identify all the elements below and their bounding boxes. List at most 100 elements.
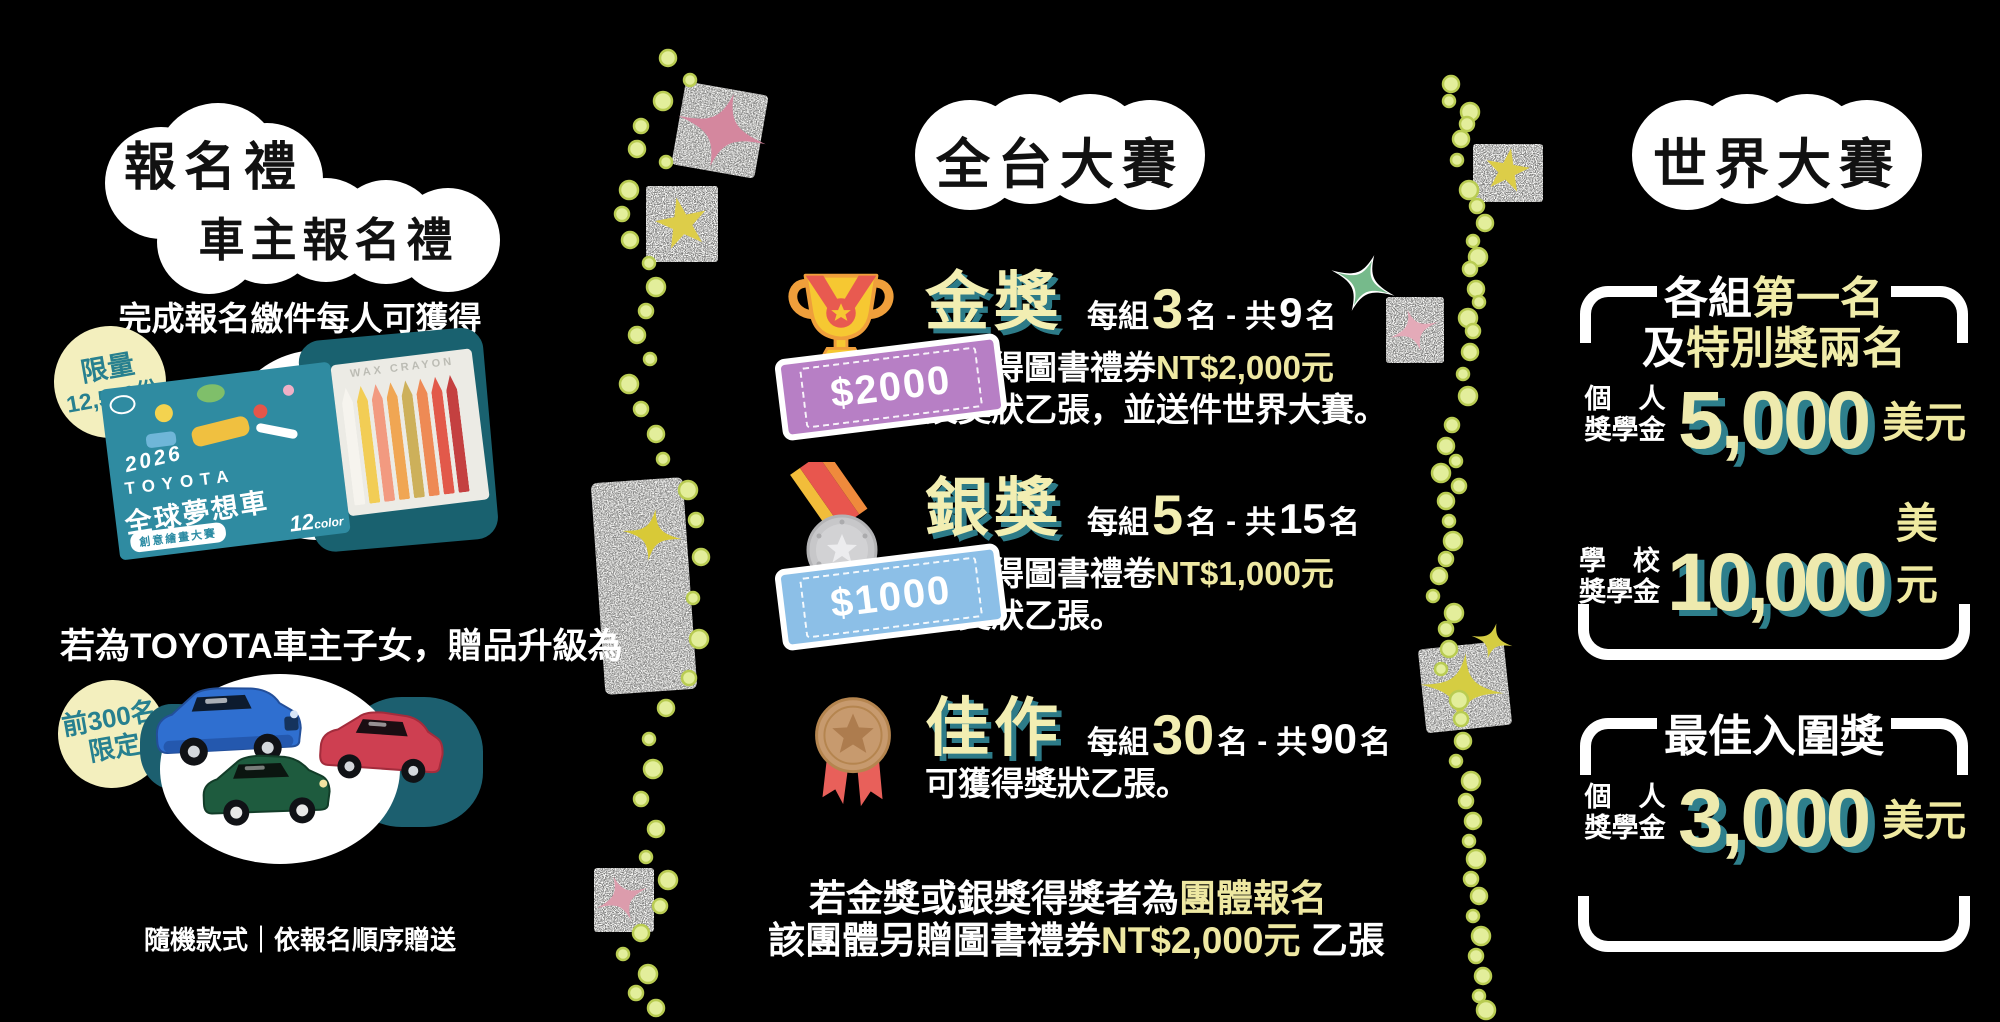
currency-label: 美元 — [1882, 399, 1967, 446]
dash: - — [1226, 505, 1237, 538]
trail-dot — [632, 790, 650, 808]
toy-cars-image — [138, 662, 493, 877]
trail-dot — [641, 255, 657, 271]
winner-count: 30 — [1152, 702, 1215, 766]
total-prefix: 共 — [1245, 298, 1277, 334]
total-prefix: 共 — [1245, 504, 1277, 540]
trail-dot — [658, 154, 674, 170]
winner-count: 5 — [1152, 482, 1184, 546]
yellow-star-icon — [1482, 144, 1533, 194]
trail-dot — [1452, 710, 1470, 728]
trail-dot — [1458, 179, 1480, 201]
per-group-label: 每組 — [1087, 724, 1149, 760]
individual-scholarship-row: 個 人 獎學金 3,000 美元 — [1578, 778, 1967, 860]
trail-dot — [1442, 530, 1464, 552]
crayon-box-image: 2026 TOYOTA 全球夢想車 創意繪畫大賽 12color WAX CRA… — [95, 326, 505, 568]
grunge-patch — [594, 868, 654, 932]
bracket-corner — [1891, 286, 1968, 343]
trail-dot — [1471, 294, 1487, 310]
trail-dot — [646, 819, 666, 839]
trail-dot — [1430, 462, 1452, 484]
green-coupe-toy-car — [202, 754, 331, 826]
prize-heading-line1: 各組第一名 — [1664, 274, 1884, 323]
bracket-bottom — [1578, 604, 1970, 660]
trail-dot — [1436, 436, 1456, 456]
trail-dot — [1464, 322, 1482, 340]
trail-dot — [1467, 947, 1485, 965]
trail-dot — [1470, 925, 1492, 947]
merit-award-heading: 佳作 每組 30 名 - 共 90 名 — [925, 686, 1391, 766]
bracket-corner — [1580, 286, 1657, 343]
currency-label: 美元 — [1895, 500, 1938, 608]
trail-dot — [620, 230, 640, 250]
total-count: 9 — [1279, 289, 1303, 336]
registration-gift-title: 報名禮 — [123, 139, 304, 197]
trail-dot — [1453, 731, 1473, 751]
trail-dot — [1441, 513, 1457, 529]
bracket-corner — [1580, 718, 1657, 775]
trail-dot — [1465, 233, 1481, 249]
pink-sparkle-icon — [666, 79, 778, 181]
trail-dot — [627, 984, 645, 1002]
trail-dot — [641, 731, 657, 747]
group-entry-note-line1: 若金獎或銀獎得獎者為團體報名 — [809, 878, 1327, 919]
silver-award-heading: 銀獎 每組 5 名 - 共 15 名 — [925, 466, 1360, 546]
trail-dot — [685, 590, 701, 606]
trail-dot — [632, 117, 650, 135]
trail-dot — [1460, 342, 1480, 362]
pink-sparkle-icon — [588, 866, 656, 930]
trail-dot — [1465, 848, 1487, 870]
scholarship-amount: 5,000 — [1678, 375, 1871, 467]
winner-count: 3 — [1152, 276, 1184, 340]
badge-line: 限定 — [86, 728, 143, 768]
trail-dot — [1475, 999, 1497, 1021]
world-contest-title: 世界大賽 — [1653, 135, 1901, 195]
trail-dot — [1437, 550, 1455, 568]
count-unit: 名 — [1217, 724, 1249, 760]
trail-dot — [646, 424, 666, 444]
trail-dot — [1455, 366, 1471, 382]
trail-dot — [658, 48, 678, 68]
dash: - — [1226, 299, 1237, 332]
trail-dot — [680, 669, 698, 687]
trail-dot — [631, 923, 651, 943]
trail-dot — [642, 351, 658, 367]
gift-footnote: 隨機款式｜依報名順序贈送 — [143, 925, 456, 955]
trail-dot — [688, 628, 710, 650]
trail-dot — [1443, 416, 1461, 434]
trail-dot — [1461, 833, 1477, 849]
trail-dot — [682, 72, 698, 88]
trail-dot — [655, 451, 671, 467]
owner-gift-title: 車主報名禮 — [198, 214, 459, 266]
trail-dot — [1460, 770, 1482, 792]
trail-dot — [618, 179, 640, 201]
grunge-patch — [1417, 640, 1513, 734]
yellow-sparkle-icon — [1416, 648, 1508, 730]
crayon-tray: WAX CRAYON — [330, 348, 490, 517]
taiwan-contest-title-bubble: 全台大賽 — [915, 94, 1205, 210]
trail-dot — [646, 998, 666, 1018]
per-group-label: 每組 — [1087, 504, 1149, 540]
count-unit: 名 — [1186, 298, 1218, 334]
trail-dot — [1469, 886, 1489, 906]
blue-suv-toy-car — [155, 687, 302, 766]
trail-dot — [657, 869, 679, 891]
trail-dot — [627, 139, 647, 159]
grunge-patch — [1386, 297, 1444, 363]
voucher-amount: $2000 — [799, 345, 983, 429]
bracket-corner — [1891, 718, 1968, 775]
trail-dot — [1466, 279, 1486, 299]
crayon-box-color-count: 12color — [288, 508, 345, 537]
grunge-patch — [1473, 144, 1543, 202]
trail-dot — [1448, 689, 1470, 711]
trail-dot — [1475, 213, 1495, 233]
trail-dot — [627, 325, 647, 345]
grunge-patch — [646, 186, 718, 262]
trail-dot — [687, 511, 705, 529]
trail-dot — [1448, 753, 1464, 769]
crayons — [340, 374, 470, 505]
trail-dot — [637, 302, 655, 320]
best-finalist-prize-box: 最佳入圍獎 個 人 獎學金 3,000 美元 — [1578, 700, 1970, 965]
trail-dot — [652, 90, 674, 112]
trail-dot — [1468, 197, 1486, 215]
